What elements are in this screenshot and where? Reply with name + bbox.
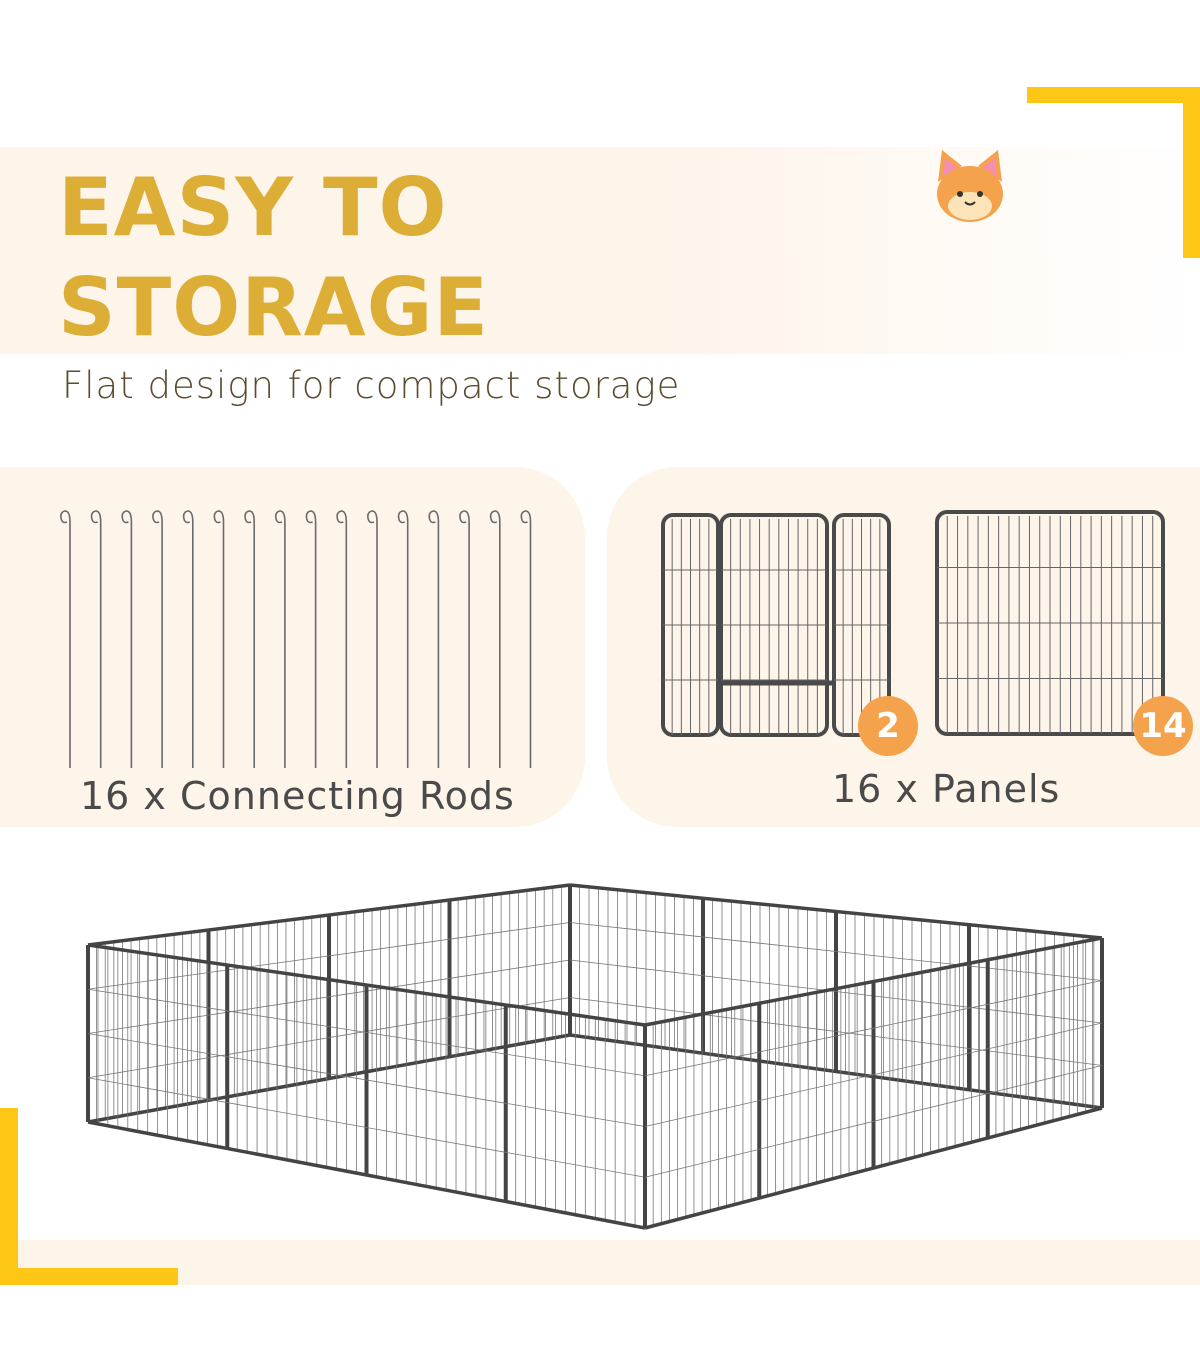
fence-wire: [569, 922, 1103, 981]
rods-card: [0, 467, 585, 827]
fence-top-rail: [87, 883, 571, 947]
subtitle: Flat design for compact storage: [62, 364, 681, 407]
fence-wire: [644, 1065, 1103, 1178]
connecting-rod: [367, 510, 378, 768]
fence-wire: [87, 959, 571, 1034]
fence-bottom-rail: [87, 1033, 571, 1124]
fence-wire: [87, 997, 571, 1079]
corner-bracket-top-right: [1027, 87, 1200, 103]
connecting-rod: [397, 510, 409, 768]
fence-wire: [569, 959, 1103, 1024]
door-panel-count-badge: 2: [858, 696, 918, 756]
connecting-rod: [182, 510, 194, 768]
connecting-rod: [244, 510, 255, 768]
fence-wire: [644, 1022, 1103, 1127]
corner-bracket-bottom-left: [0, 1108, 18, 1285]
fence-wire: [87, 988, 646, 1077]
fence-bottom-rail: [569, 1033, 1103, 1110]
fence-wire: [569, 997, 1103, 1066]
connecting-rod: [60, 510, 71, 768]
fence-wire: [644, 980, 1103, 1077]
connecting-rod: [459, 510, 470, 768]
connecting-rod: [152, 510, 163, 768]
fence-top-rail: [87, 943, 646, 1027]
connecting-rod: [213, 510, 225, 768]
panels-label: 16 x Panels: [832, 767, 1061, 811]
connecting-rod: [489, 510, 501, 768]
connecting-rod: [305, 510, 317, 768]
fence-wire: [87, 1077, 646, 1178]
fence-top-rail: [569, 883, 1103, 940]
connecting-rod: [121, 510, 133, 768]
fence-wire: [87, 922, 571, 990]
footer-band: [18, 1240, 1200, 1285]
fence-top-rail: [644, 936, 1103, 1027]
corner-bracket-bottom-left-horizontal: [0, 1268, 178, 1285]
fence-wire: [87, 1033, 646, 1127]
fence-bottom-rail: [87, 1120, 646, 1230]
connecting-rod: [336, 510, 348, 768]
connecting-rod: [428, 510, 440, 768]
rods-label: 16 x Connecting Rods: [80, 774, 515, 818]
corner-bracket-top-right-vertical: [1183, 87, 1200, 258]
fence-bottom-rail: [644, 1106, 1103, 1230]
connecting-rod: [520, 510, 532, 768]
connecting-rod: [90, 510, 102, 768]
plain-panel-count-badge: 14: [1133, 696, 1193, 756]
connecting-rod: [274, 510, 286, 768]
